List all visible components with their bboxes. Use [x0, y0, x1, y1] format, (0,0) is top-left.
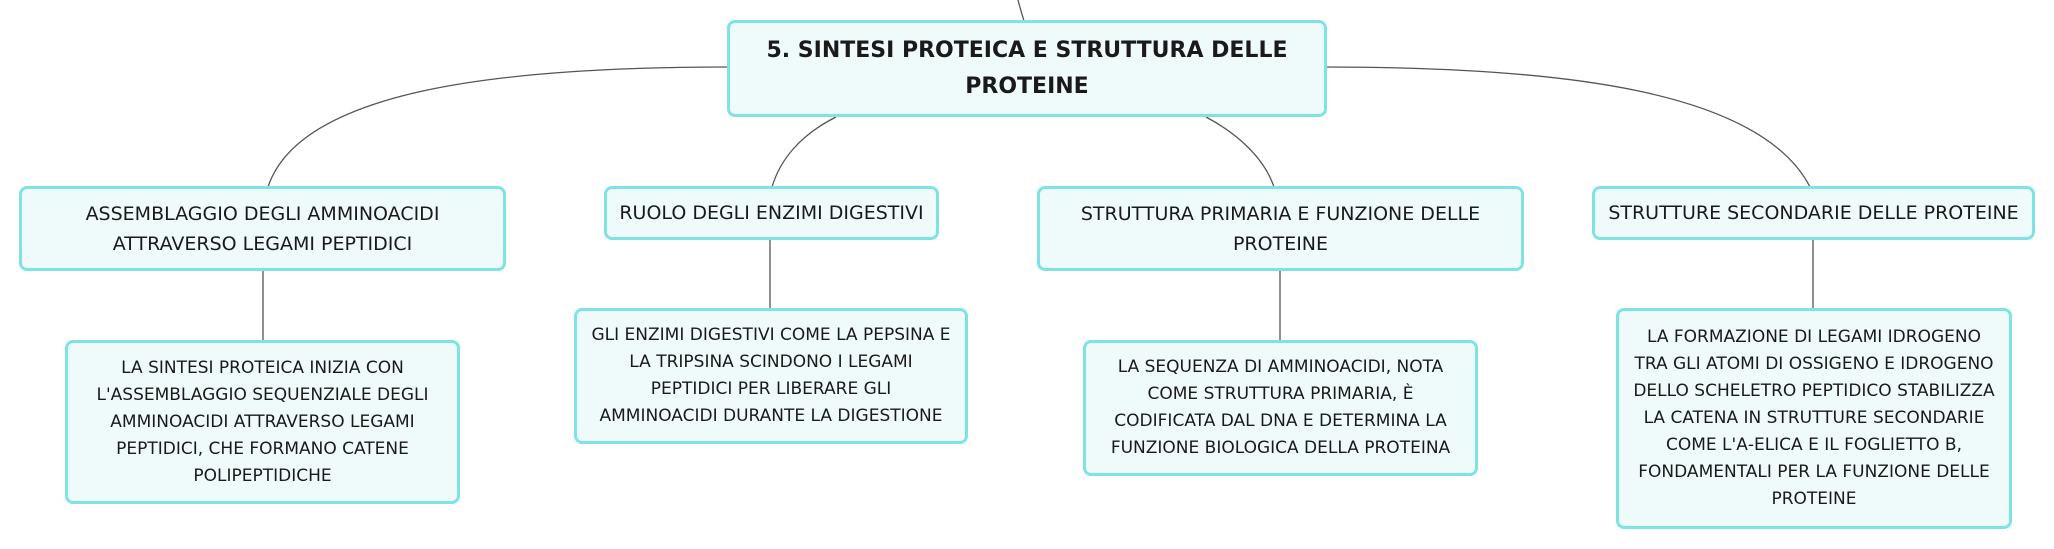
leaf-node-1-label: LA SINTESI PROTEICA INIZIA CON L'ASSEMBL… [96, 357, 429, 486]
connector-root-to-branch-4 [1324, 66, 1811, 188]
leaf-node-2[interactable]: GLI ENZIMI DIGESTIVI COME LA PEPSINA E L… [574, 308, 968, 444]
branch-node-1[interactable]: ASSEMBLAGGIO DEGLI AMMINOACIDI ATTRAVERS… [19, 186, 506, 271]
root-node[interactable]: 5. SINTESI PROTEICA E STRUTTURA DELLE PR… [727, 20, 1327, 117]
leaf-node-4-label: LA FORMAZIONE DI LEGAMI IDROGENO TRA GLI… [1633, 327, 1995, 509]
branch-node-4-label: STRUTTURE SECONDARIE DELLE PROTEINE [1608, 202, 2019, 224]
branch-node-4[interactable]: STRUTTURE SECONDARIE DELLE PROTEINE [1592, 186, 2035, 240]
branch-node-2-label: RUOLO DEGLI ENZIMI DIGESTIVI [619, 202, 924, 224]
connector-root-to-branch-3 [1205, 116, 1275, 188]
leaf-node-3-label: LA SEQUENZA DI AMMINOACIDI, NOTA COME ST… [1110, 357, 1451, 458]
leaf-node-2-label: GLI ENZIMI DIGESTIVI COME LA PEPSINA E L… [591, 325, 951, 426]
leaf-node-1[interactable]: LA SINTESI PROTEICA INIZIA CON L'ASSEMBL… [65, 340, 460, 504]
root-node-label: 5. SINTESI PROTEICA E STRUTTURA DELLE PR… [766, 37, 1288, 99]
connector-parent-to-root [1017, 0, 1025, 22]
leaf-node-4[interactable]: LA FORMAZIONE DI LEGAMI IDROGENO TRA GLI… [1616, 308, 2012, 529]
connector-root-to-branch-2 [771, 116, 837, 188]
leaf-node-3[interactable]: LA SEQUENZA DI AMMINOACIDI, NOTA COME ST… [1083, 340, 1478, 476]
branch-node-2[interactable]: RUOLO DEGLI ENZIMI DIGESTIVI [604, 186, 939, 240]
branch-node-1-label: ASSEMBLAGGIO DEGLI AMMINOACIDI ATTRAVERS… [85, 202, 440, 255]
connector-root-to-branch-1 [267, 66, 729, 188]
branch-node-3[interactable]: STRUTTURA PRIMARIA E FUNZIONE DELLE PROT… [1037, 186, 1524, 271]
branch-node-3-label: STRUTTURA PRIMARIA E FUNZIONE DELLE PROT… [1080, 202, 1481, 255]
